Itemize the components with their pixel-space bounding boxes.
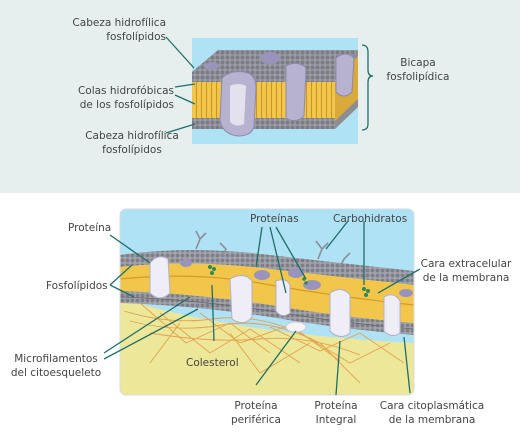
surface-protein-2 [288,268,304,278]
cholesterol-molecules [208,265,370,297]
label-line: fosfolipídica [386,71,450,83]
label-cytoplasmic-face: Cara citoplasmática de la membrana [376,399,488,427]
label-line: Cabeza hidrofílica [72,17,166,29]
cytoskeleton-filaments [123,302,405,384]
diagram-frame [119,208,415,396]
label-line: Proteína [314,400,358,412]
label-line: fosfolípidos [102,144,162,156]
label-phospholipids: Fosfolípidos [46,280,108,292]
integral-protein-left [149,256,171,299]
channel-protein-center [229,275,253,323]
label-line: periférica [231,414,281,426]
label-line: Bicapa [400,57,436,69]
label-line: de la membrana [388,414,476,426]
label-line: Integral [315,414,357,426]
label-hydrophobic-tails: Colas hidrofóbicas de los fosfolípidos [78,84,174,112]
label-cholesterol: Colesterol [186,357,239,369]
surface-protein [260,52,280,64]
label-line: Cara citoplasmática [379,400,485,412]
label-line: de los fosfolípidos [79,99,174,111]
peripheral-protein [285,321,307,333]
bilayer-diagram [165,36,374,144]
label-hydrophilic-head-bottom: Cabeza hidrofílica fosfolípidos [82,129,182,157]
side-protein [335,53,355,97]
integral-protein-right [329,289,351,337]
label-proteins: Proteínas [250,213,299,225]
label-line: de la membrana [422,272,510,284]
carbohydrate-chains [195,230,351,268]
label-hydrophilic-head-top: Cabeza hidrofílica fosfolípidos [72,16,166,44]
cytoplasm-area [120,298,414,395]
label-line: fosfolípidos [106,31,166,43]
label-microfilaments: Microfilamentos del citoesqueleto [8,352,104,380]
label-peripheral-protein: Proteína periférica [222,399,290,427]
label-phospholipid-bilayer: Bicapa fosfolipídica [376,56,460,84]
label-line: Cabeza hidrofílica [85,130,179,142]
label-line: Cara extracelular [420,258,512,270]
membrane-model-diagram [103,208,421,396]
upper-head-layer [192,72,335,82]
label-line: Colas hidrofóbicas [77,85,174,97]
lower-tail-layer [192,100,335,118]
label-line: Microfilamentos [14,353,98,365]
top-leader-lines [165,36,374,134]
label-line: del citoesqueleto [10,367,102,379]
bottom-leader-lines [103,220,421,396]
surface-protein-1 [254,270,270,280]
transmembrane-protein [285,62,307,122]
label-protein: Proteína [68,222,112,234]
protein-far-right [383,294,401,337]
label-integral-protein: Proteína Integral [304,399,368,427]
protein-center-right [275,279,291,317]
outer-head-layer [120,250,414,285]
label-extracellular-face: Cara extracelular de la membrana [418,257,514,285]
label-line: Proteína [234,400,278,412]
upper-tail-layer [192,82,335,100]
lower-head-layer [192,118,335,129]
label-carbohydrates: Carbohidratos [333,213,408,225]
